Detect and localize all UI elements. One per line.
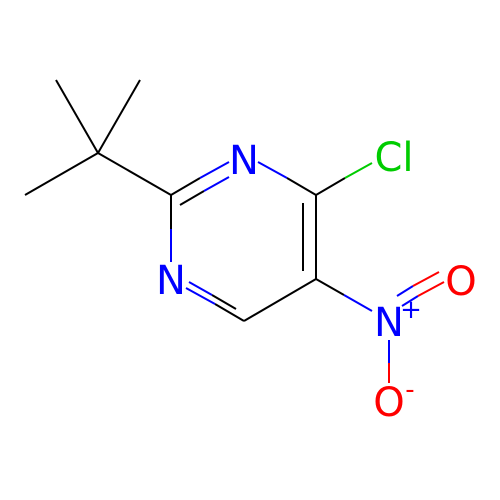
bond-c6-n1-outer-b [185,287,216,305]
atom-n1: N [156,258,186,304]
bond-nitro-o-double-inner-a [396,285,414,297]
atom-cl: Cl [374,135,413,181]
charge-plus: + [400,295,422,325]
bond-nitro-o-double-inner-b [412,271,440,287]
bond-c4-cl-b [344,162,373,179]
bond-nitro-o-double-outer-a [401,295,419,307]
bond-c2-n3-outer-b [199,161,230,179]
bond-n3-c4-b [286,177,317,196]
bond-c5-c6 [243,278,317,322]
bond-c5-nitro-a [315,278,345,296]
atom-o-double: O [445,259,476,305]
bond-tbutyl-methyl-3 [24,152,99,196]
bond-tbutyl-c2 [97,152,172,196]
bond-n3-c4-a [257,161,288,179]
bond-c2-n3-outer-a [170,177,201,196]
atom-o-single: O [373,380,404,426]
bond-c2-n3-inner-b [203,176,230,192]
bond-c4-cl-a [315,177,346,196]
bond-c5-nitro-b [343,294,373,312]
bond-nitro-o-double-outer-b [417,281,445,297]
bond-c6-n1-inner-b [188,281,213,296]
atom-n-nitro: N [374,300,404,346]
charge-minus: - [405,375,414,405]
bond-c6-n1-outer-a [214,303,245,322]
bond-c2-n3-inner-a [179,190,205,206]
atom-n3: N [229,138,259,184]
bond-tbutyl-methyl-2 [97,79,141,154]
bond-tbutyl-methyl-1 [55,79,99,154]
bond-c6-n1-inner-a [211,294,237,310]
